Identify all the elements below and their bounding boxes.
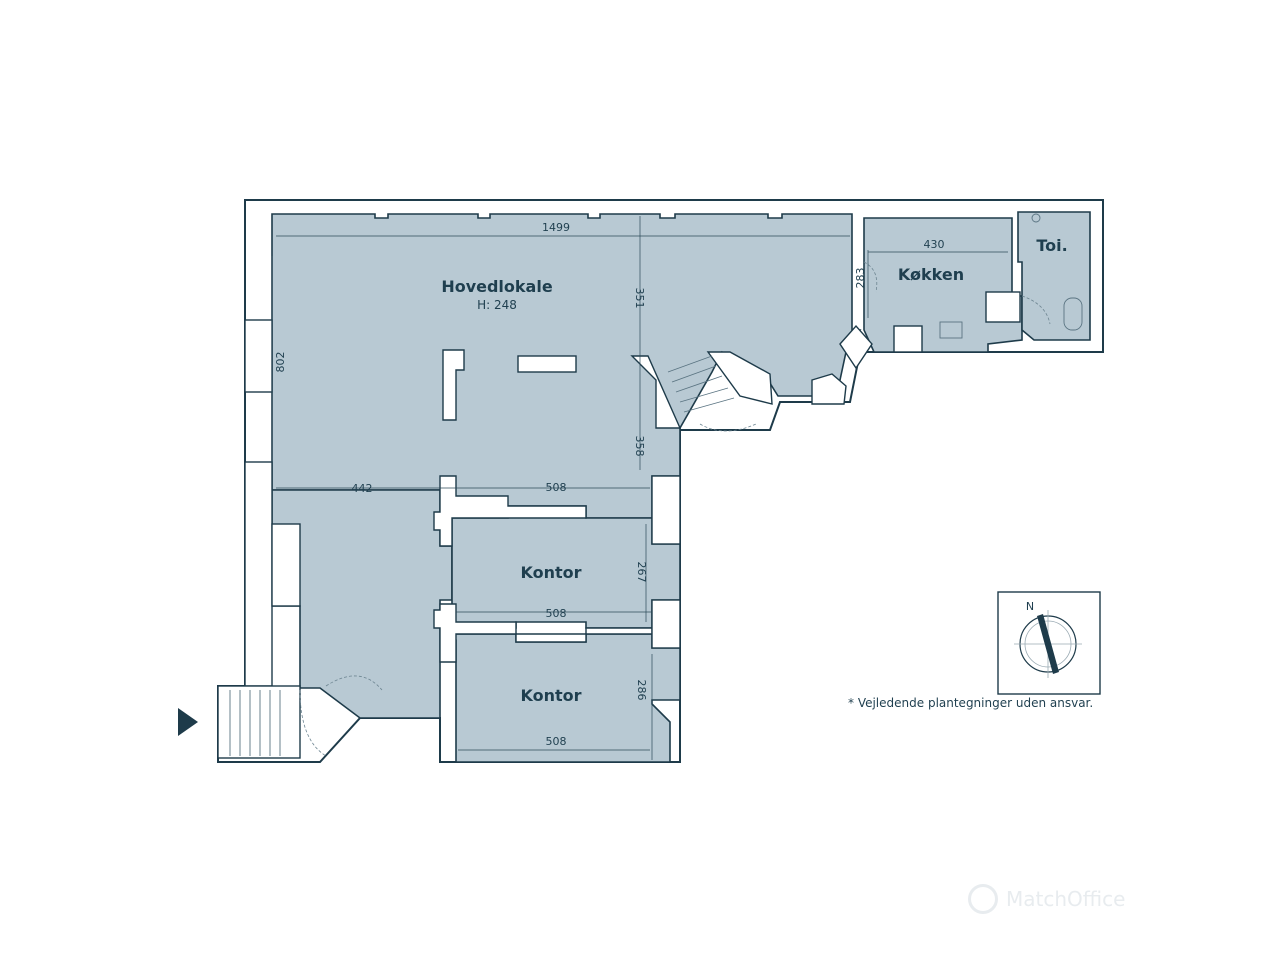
entrance-stair [217, 675, 383, 759]
interior-stair [667, 355, 757, 432]
stair-block-right [706, 351, 773, 405]
office-wall-1 [433, 475, 587, 547]
entrance-arrow-icon [178, 708, 198, 736]
dim-kitchen-depth: 283 [854, 268, 867, 289]
kitchen-pillar [811, 373, 847, 405]
left-inner-block [271, 523, 301, 607]
dim-office2-depth: 286 [635, 680, 648, 701]
kitchen-counter [893, 325, 923, 353]
column-left [442, 349, 465, 421]
dim-office2-top: 508 [546, 607, 567, 620]
kitchen-corner-block [839, 324, 873, 370]
kitchen-label: Køkken [898, 265, 964, 284]
main-room-label: Hovedlokale [441, 277, 553, 296]
dim-office2-bottom: 508 [546, 735, 567, 748]
dim-office1-top: 508 [546, 481, 567, 494]
stair-wall-block [630, 355, 682, 429]
dim-kitchen-width: 430 [924, 238, 945, 251]
watermark: MatchOffice [968, 884, 1125, 914]
toilet-fixtures [863, 213, 1083, 339]
dim-left-wall: 802 [274, 352, 287, 373]
watermark-text: MatchOffice [1006, 887, 1126, 911]
dim-main-width: 1499 [542, 221, 570, 234]
compass-north-label: N [1026, 600, 1034, 613]
left-wall-window-1 [244, 319, 273, 393]
disclaimer-text: * Vejledende plantegninger uden ansvar. [848, 696, 1094, 710]
compass: N [997, 591, 1101, 695]
office-2-label: Kontor [520, 686, 581, 705]
column-center [517, 355, 577, 373]
left-wall-block [244, 461, 273, 687]
dim-main-lower-width: 442 [352, 482, 373, 495]
compass-needle-icon [1037, 614, 1059, 674]
toilet-floor [1017, 211, 1091, 341]
dim-main-depth-lower: 358 [633, 436, 646, 457]
toilet-label: Toi. [1036, 236, 1067, 255]
office-pillar-2 [651, 599, 681, 649]
watermark-logo-icon [968, 884, 998, 914]
office-1-label: Kontor [520, 563, 581, 582]
dim-office1-depth: 267 [635, 562, 648, 583]
main-room-height: H: 248 [477, 298, 517, 312]
dim-main-depth-upper: 351 [633, 288, 646, 309]
office-pillar-1 [651, 475, 681, 545]
